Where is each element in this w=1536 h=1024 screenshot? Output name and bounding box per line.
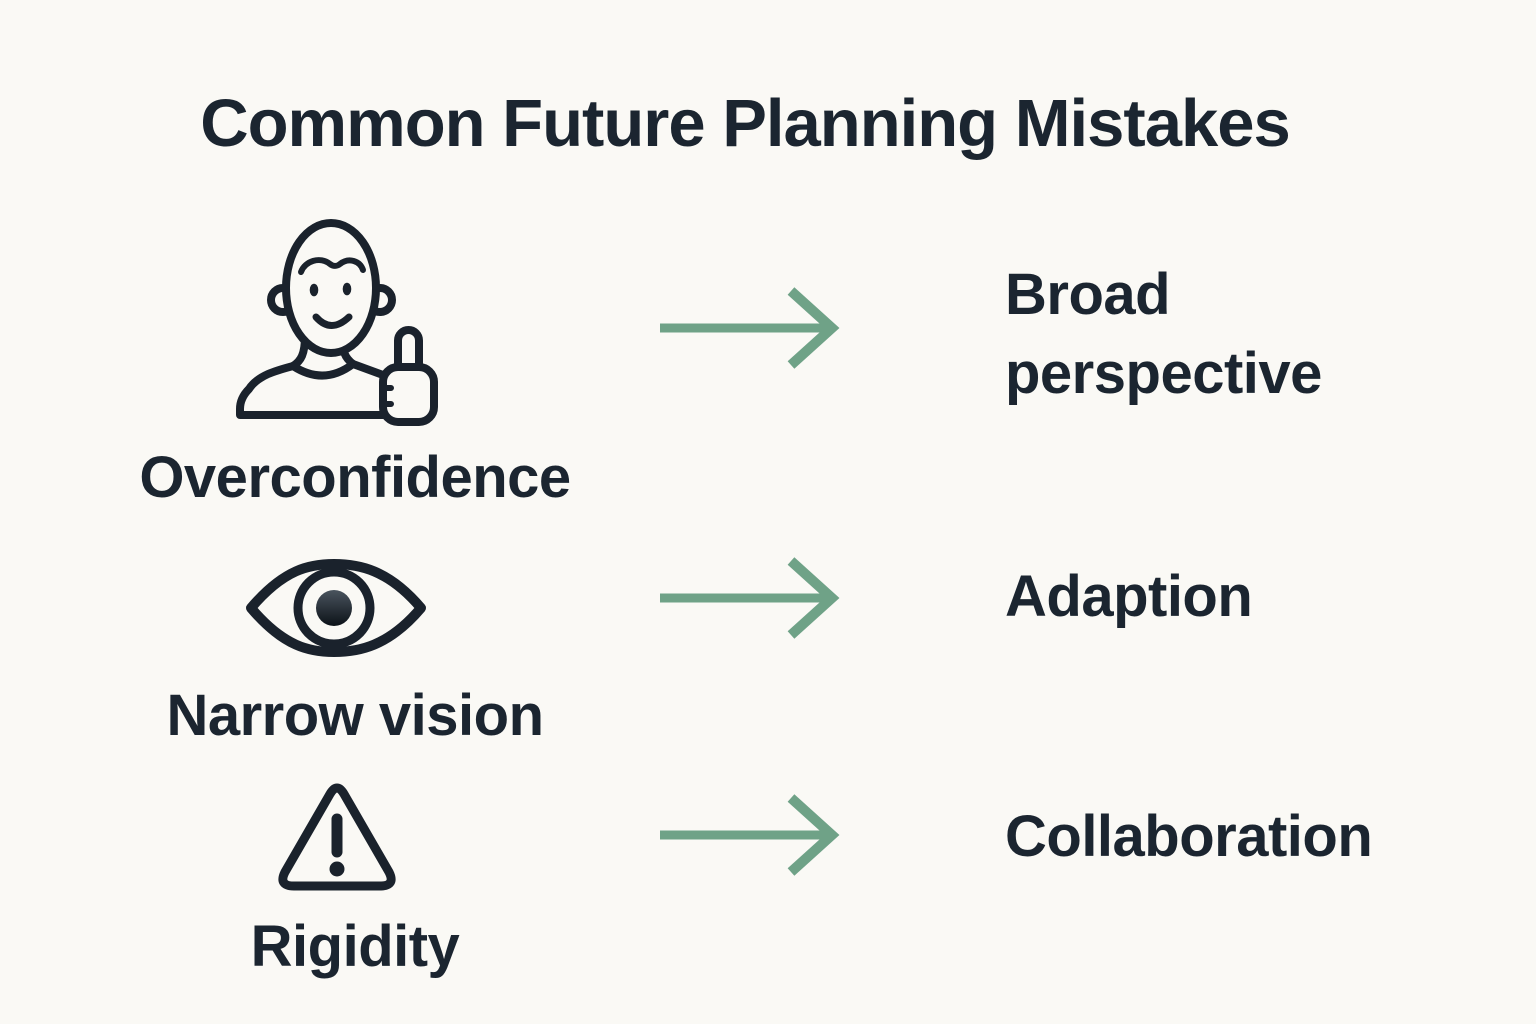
mistake-label: Overconfidence [139,445,571,510]
arrow-right-icon [660,794,840,876]
eye-icon [246,559,426,657]
arrow-right-icon [660,287,840,369]
person-thumbs-up-icon [236,219,438,426]
solution-label: Collaboration [1005,804,1373,869]
page-title: Common Future Planning Mistakes [200,86,1291,161]
warning-triangle-icon [278,783,396,891]
solution-label: Broad perspective [1005,262,1322,406]
arrow-right-icon [660,557,840,639]
mistake-label: Rigidity [250,914,460,979]
solution-label: Adaption [1005,564,1253,629]
mistake-label: Narrow vision [166,683,544,748]
